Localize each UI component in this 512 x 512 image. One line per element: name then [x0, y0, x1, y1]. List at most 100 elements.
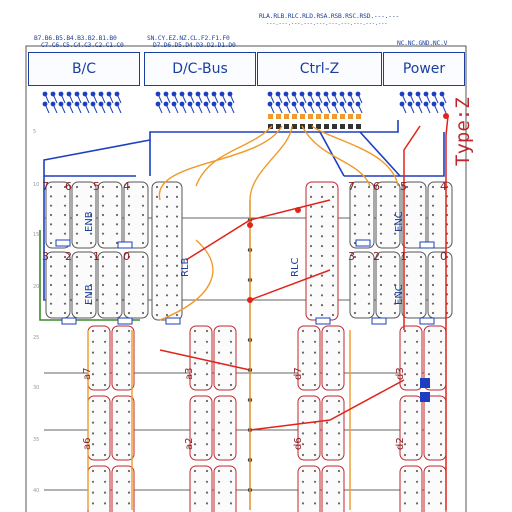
relay-module-pin: [103, 469, 107, 473]
relay-module-pin: [320, 294, 324, 297]
green-wire: [39, 230, 140, 321]
relay-module-pin: [205, 491, 209, 494]
relay-module-pin: [419, 204, 423, 207]
orange-wire: [159, 239, 214, 321]
relay-module-pin: [165, 264, 169, 267]
relay-module-pin: [393, 195, 397, 198]
relay-module-pin: [367, 302, 371, 305]
relay-module-pin: [313, 480, 317, 483]
relay-module: [423, 465, 447, 512]
relay-module-pin: [89, 241, 93, 245]
relay-module-pin: [309, 225, 313, 228]
relay-module-pin: [393, 274, 397, 277]
relay-module-pin: [91, 480, 95, 483]
red-node: [247, 222, 253, 228]
relay-module-pin: [313, 329, 317, 333]
relay-module-pin: [75, 185, 79, 189]
relay-module-pin: [115, 432, 119, 435]
relay-module-pin: [229, 469, 233, 473]
ctrl-pin-lead: [269, 93, 275, 104]
relay-module-pin: [419, 213, 423, 217]
relay-module-pin: [301, 340, 305, 343]
relay-module-pin: [175, 225, 179, 228]
relay-module-body: [297, 325, 321, 391]
module-label-2: 2: [65, 250, 72, 263]
relay-module: [87, 325, 111, 391]
ctrl-pin-lead: [309, 103, 315, 114]
relay-module-pin: [427, 329, 431, 333]
relay-module-pin: [403, 373, 407, 376]
ctrl-pad: [348, 114, 353, 119]
relay-module-pin: [419, 185, 423, 189]
relay-module-pin: [101, 232, 105, 235]
relay-module-pin: [427, 453, 431, 457]
relay-module-pin: [141, 241, 145, 245]
relay-module-pin: [379, 311, 383, 315]
red-wire: [185, 199, 331, 261]
relay-module-pin: [353, 223, 357, 226]
relay-module-pin: [205, 399, 209, 403]
relay-module-pin: [141, 265, 145, 268]
ctrl-pad: [308, 114, 313, 119]
relay-module-pin: [193, 399, 197, 403]
relay-module: [111, 465, 135, 512]
relay-module-pin: [141, 223, 145, 226]
relay-module-pin: [325, 469, 329, 473]
relay-module-pin: [320, 185, 324, 189]
relay-module-pin: [165, 185, 169, 189]
relay-module: [321, 395, 345, 461]
relay-module-pin: [103, 432, 107, 435]
side-label-enc-2: ENC: [394, 284, 405, 305]
relay-module-pin: [367, 223, 371, 226]
relay-module-pin: [379, 265, 383, 268]
relay-module-pin: [75, 241, 79, 245]
relay-module-pin: [379, 283, 383, 287]
relay-module-pin: [91, 421, 95, 424]
relay-module-pin: [155, 254, 159, 258]
relay-module-pin: [127, 302, 131, 305]
relay-module-pin: [115, 453, 119, 457]
relay-module-pin: [353, 185, 357, 189]
relay-module-pin: [127, 283, 131, 287]
relay-module-pin: [193, 502, 197, 505]
red-wire: [403, 125, 421, 330]
relay-module-pin: [155, 225, 159, 228]
bc-pin-lead: [60, 93, 66, 104]
module-label-r3: 3: [348, 250, 355, 263]
relay-module-pin: [415, 491, 419, 494]
relay-module-pin: [127, 185, 131, 189]
relay-module-pin: [353, 232, 357, 235]
relay-module-pin: [115, 421, 119, 424]
relay-module-pin: [379, 204, 383, 207]
relay-module-pin: [367, 195, 371, 198]
relay-module-pin: [393, 213, 397, 217]
connector-ctrl-z: Ctrl-Z: [257, 52, 382, 86]
header-pins: [42, 91, 447, 129]
relay-module-pin: [75, 213, 79, 217]
component: [315, 317, 331, 325]
ctrl-pad: [300, 114, 305, 119]
relay-module-pin: [325, 340, 329, 343]
dc-pin-lead: [221, 103, 227, 114]
relay-module-pin: [313, 453, 317, 457]
relay-module-pin: [103, 340, 107, 343]
relay-module-pin: [331, 294, 335, 297]
relay-module-pin: [415, 340, 419, 343]
relay-module-pin: [127, 480, 131, 483]
relay-module-pin: [439, 340, 443, 343]
relay-module-pin: [403, 410, 407, 413]
relay-module-pin: [301, 469, 305, 473]
power-pin-lead: [417, 93, 423, 104]
ctrl-pad: [348, 124, 353, 129]
relay-module: [45, 251, 71, 319]
relay-module-pin: [419, 283, 423, 287]
pin-label-bc-bottom: C7.C6.C5.C4.C3.C2.C1.C0: [41, 42, 124, 49]
dc-pin-lead: [197, 93, 203, 104]
module-label-0: 0: [123, 250, 130, 263]
relay-module-pin: [127, 432, 131, 435]
component: [420, 392, 430, 402]
relay-label-d6: d6: [293, 437, 304, 450]
relay-module-pin: [103, 399, 107, 403]
relay-module-pin: [91, 329, 95, 333]
relay-module-pin: [101, 293, 105, 296]
